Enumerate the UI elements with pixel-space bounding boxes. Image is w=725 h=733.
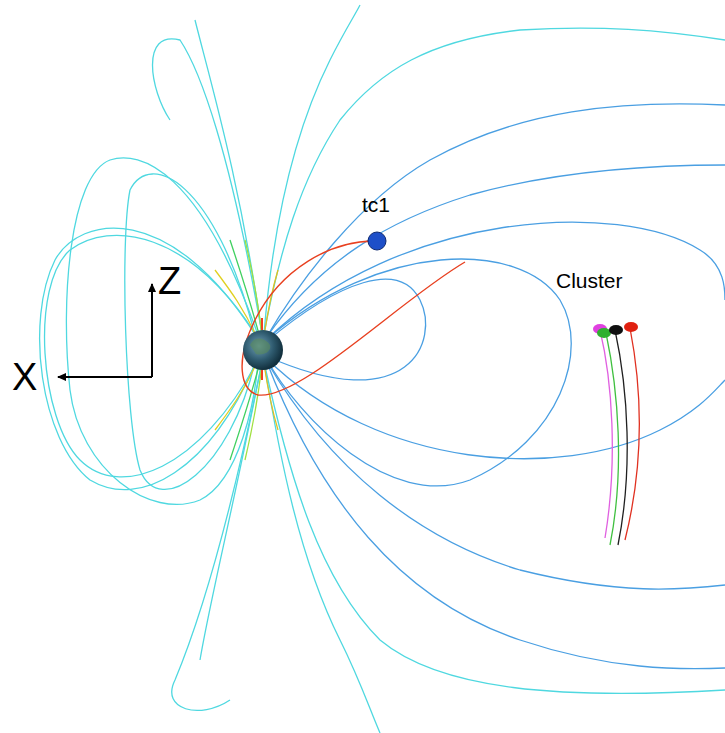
- tc1-orbit: [242, 241, 465, 395]
- cluster-spacecraft: [593, 322, 638, 338]
- axis-label: Z: [158, 262, 181, 300]
- axis-label: X: [12, 358, 37, 396]
- tail-field-lines: [266, 104, 725, 669]
- spacecraft-label: tc1: [362, 194, 390, 215]
- axes: [58, 284, 152, 377]
- spacecraft-label: Cluster: [556, 270, 623, 291]
- dayside-field-lines: [40, 5, 725, 733]
- tc1-spacecraft: [368, 232, 386, 250]
- earth: [243, 330, 283, 370]
- cluster-trails: [600, 328, 640, 545]
